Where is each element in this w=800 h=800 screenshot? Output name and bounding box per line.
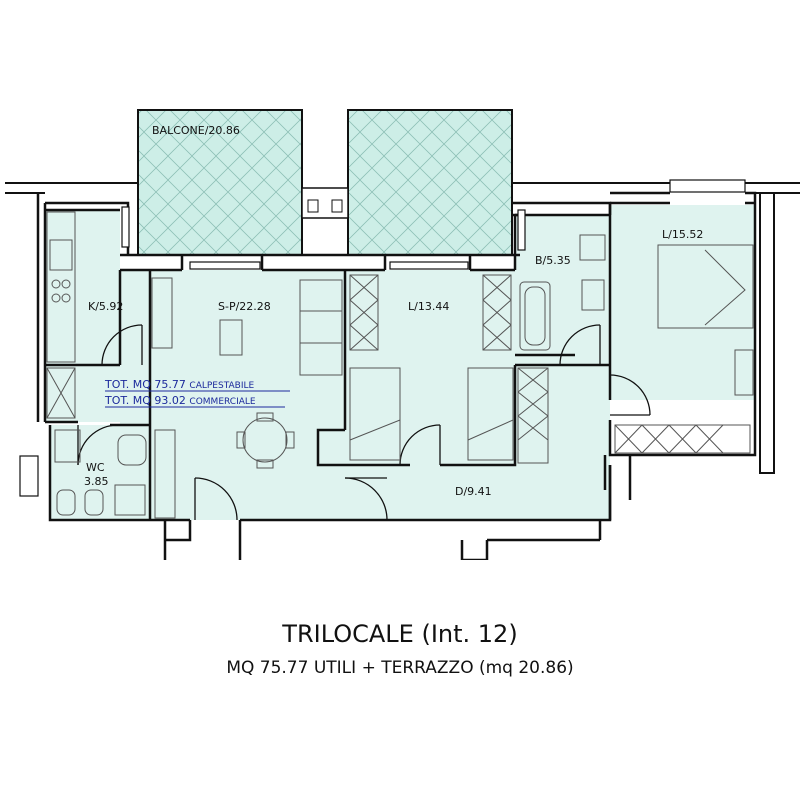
balcony — [137, 109, 513, 256]
room-label-bedroom-double: L/15.52 — [662, 228, 703, 241]
windows — [19, 179, 746, 497]
room-label-balcone: BALCONE/20.86 — [152, 124, 240, 137]
total-commerciale-unit: COMMERCIALE — [189, 397, 255, 407]
total-calpestabile-value: TOT. MQ 75.77 — [104, 378, 189, 391]
exterior-walls — [5, 182, 800, 474]
plan-title: TRILOCALE (Int. 12) — [282, 620, 518, 648]
plan-subtitle: MQ 75.77 UTILI + TERRAZZO (mq 20.86) — [226, 658, 574, 678]
room-label-bath: B/5.35 — [535, 254, 571, 267]
floor-plan: BALCONE/20.86 K/5.92 S-P/22.28 L/13.44 B… — [5, 109, 800, 560]
room-label-bedroom-single: L/13.44 — [408, 300, 449, 313]
room-label-wc-area: 3.85 — [84, 475, 109, 488]
total-calpestabile: TOT. MQ 75.77 CALPESTABILE — [104, 378, 255, 391]
room-label-kitchen: K/5.92 — [88, 300, 123, 313]
room-label-living: S-P/22.28 — [218, 300, 271, 313]
furniture — [46, 211, 754, 519]
total-commerciale-value: TOT. MQ 93.02 — [104, 394, 189, 407]
walls — [36, 191, 757, 560]
total-commerciale: TOT. MQ 93.02 COMMERCIALE — [104, 394, 256, 407]
room-label-disimpegno: D/9.41 — [455, 485, 492, 498]
total-calpestabile-unit: CALPESTABILE — [189, 381, 254, 391]
room-label-wc-name: WC — [86, 461, 105, 474]
door-swings — [77, 324, 651, 521]
